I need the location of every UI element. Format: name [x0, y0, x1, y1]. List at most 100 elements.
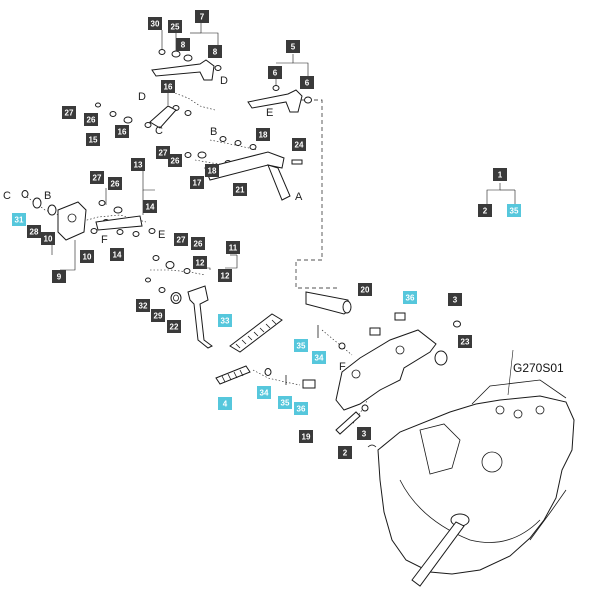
nut-icon	[453, 320, 461, 328]
callout-box	[62, 106, 76, 119]
callout-number: 27	[177, 236, 186, 245]
assembly-code: G270S01	[513, 361, 564, 375]
callout-box	[110, 248, 124, 261]
callout-box	[338, 446, 352, 459]
callout-box	[218, 314, 232, 327]
washer-icon	[183, 268, 191, 274]
callout-18: 18	[256, 128, 270, 141]
ref-letter-c: C	[155, 125, 163, 137]
callout-35: 35	[507, 204, 521, 217]
washer-icon	[152, 255, 160, 261]
washer-icon	[264, 368, 272, 376]
washer-icon	[32, 197, 42, 209]
ref-letter-f: F	[101, 234, 108, 246]
callout-box	[156, 146, 170, 159]
callout-11: 11	[226, 241, 240, 254]
callout-box	[168, 20, 182, 33]
callout-24: 24	[292, 138, 306, 151]
pivot-plate-icon	[57, 201, 87, 241]
ref-letter-f: F	[339, 361, 346, 373]
ref-letter-e: E	[266, 107, 273, 119]
callout-number: 9	[57, 273, 62, 282]
callout-6: 6	[300, 76, 314, 89]
callout-30: 30	[148, 17, 162, 30]
callout-number: 26	[111, 180, 120, 189]
ref-letter-d: D	[138, 91, 146, 103]
callout-27: 27	[62, 106, 76, 119]
callout-26: 26	[168, 154, 182, 167]
washer-icon	[249, 144, 257, 150]
callout-number: 26	[171, 157, 180, 166]
washer-icon	[304, 96, 312, 104]
callout-box	[195, 10, 209, 23]
callout-5: 5	[286, 40, 300, 53]
callout-number: 27	[93, 174, 102, 183]
washer-icon	[109, 111, 117, 117]
ref-letter-d: D	[220, 75, 228, 87]
washer-icon	[214, 65, 222, 71]
callout-number: 30	[151, 20, 160, 29]
callout-number: 27	[65, 109, 74, 118]
callout-box	[292, 138, 306, 151]
callout-box	[90, 171, 104, 184]
callout-number: 11	[229, 244, 238, 253]
callout-box	[205, 164, 219, 177]
washer-icon	[234, 140, 242, 146]
callout-number: 34	[260, 389, 269, 398]
callout-number: 14	[113, 251, 122, 260]
callout-number: 1	[498, 171, 503, 180]
callout-12: 12	[193, 256, 207, 269]
callout-box	[507, 204, 521, 217]
callout-14: 14	[143, 200, 157, 213]
callout-box	[478, 204, 492, 217]
callout-box	[256, 128, 270, 141]
bolt-icon	[369, 327, 381, 336]
callout-box	[151, 309, 165, 322]
callout-box	[193, 256, 207, 269]
link-arm-icon	[95, 215, 143, 231]
callout-3: 3	[357, 427, 371, 440]
callout-number: 35	[281, 399, 290, 408]
callout-box	[218, 269, 232, 282]
washer-icon	[132, 231, 140, 237]
callout-box	[257, 386, 271, 399]
washer-icon	[272, 85, 280, 91]
callout-number: 26	[194, 240, 203, 249]
callout-box	[143, 200, 157, 213]
callout-3: 3	[448, 293, 462, 306]
callout-number: 13	[134, 161, 143, 170]
callout-number: 20	[361, 286, 370, 295]
callout-box	[174, 233, 188, 246]
callout-number: 16	[118, 128, 127, 137]
callout-box	[86, 133, 100, 146]
callout-26: 26	[108, 177, 122, 190]
callout-number: 29	[154, 312, 163, 321]
callout-35: 35	[278, 396, 292, 409]
callout-box	[312, 351, 326, 364]
callout-16: 16	[161, 80, 175, 93]
callout-8: 8	[176, 38, 190, 51]
callout-number: 3	[453, 296, 458, 305]
callout-box	[294, 339, 308, 352]
callout-2: 2	[478, 204, 492, 217]
callout-16: 16	[115, 125, 129, 138]
callout-32: 32	[136, 299, 150, 312]
nut-icon	[197, 151, 207, 159]
washer-icon	[158, 49, 166, 55]
callout-25: 25	[168, 20, 182, 33]
pivot-shaft-icon	[305, 291, 352, 315]
washer-icon	[116, 229, 124, 235]
callout-box	[294, 402, 308, 415]
ref-letter-e: E	[158, 229, 165, 241]
callout-box	[357, 427, 371, 440]
callout-number: 15	[89, 136, 98, 145]
callout-number: 31	[15, 216, 24, 225]
callout-number: 8	[181, 41, 186, 50]
callout-box	[278, 396, 292, 409]
callout-31: 31	[12, 213, 26, 226]
callout-13: 13	[131, 158, 145, 171]
nut-icon	[113, 206, 123, 214]
callout-35: 35	[294, 339, 308, 352]
callout-27: 27	[174, 233, 188, 246]
